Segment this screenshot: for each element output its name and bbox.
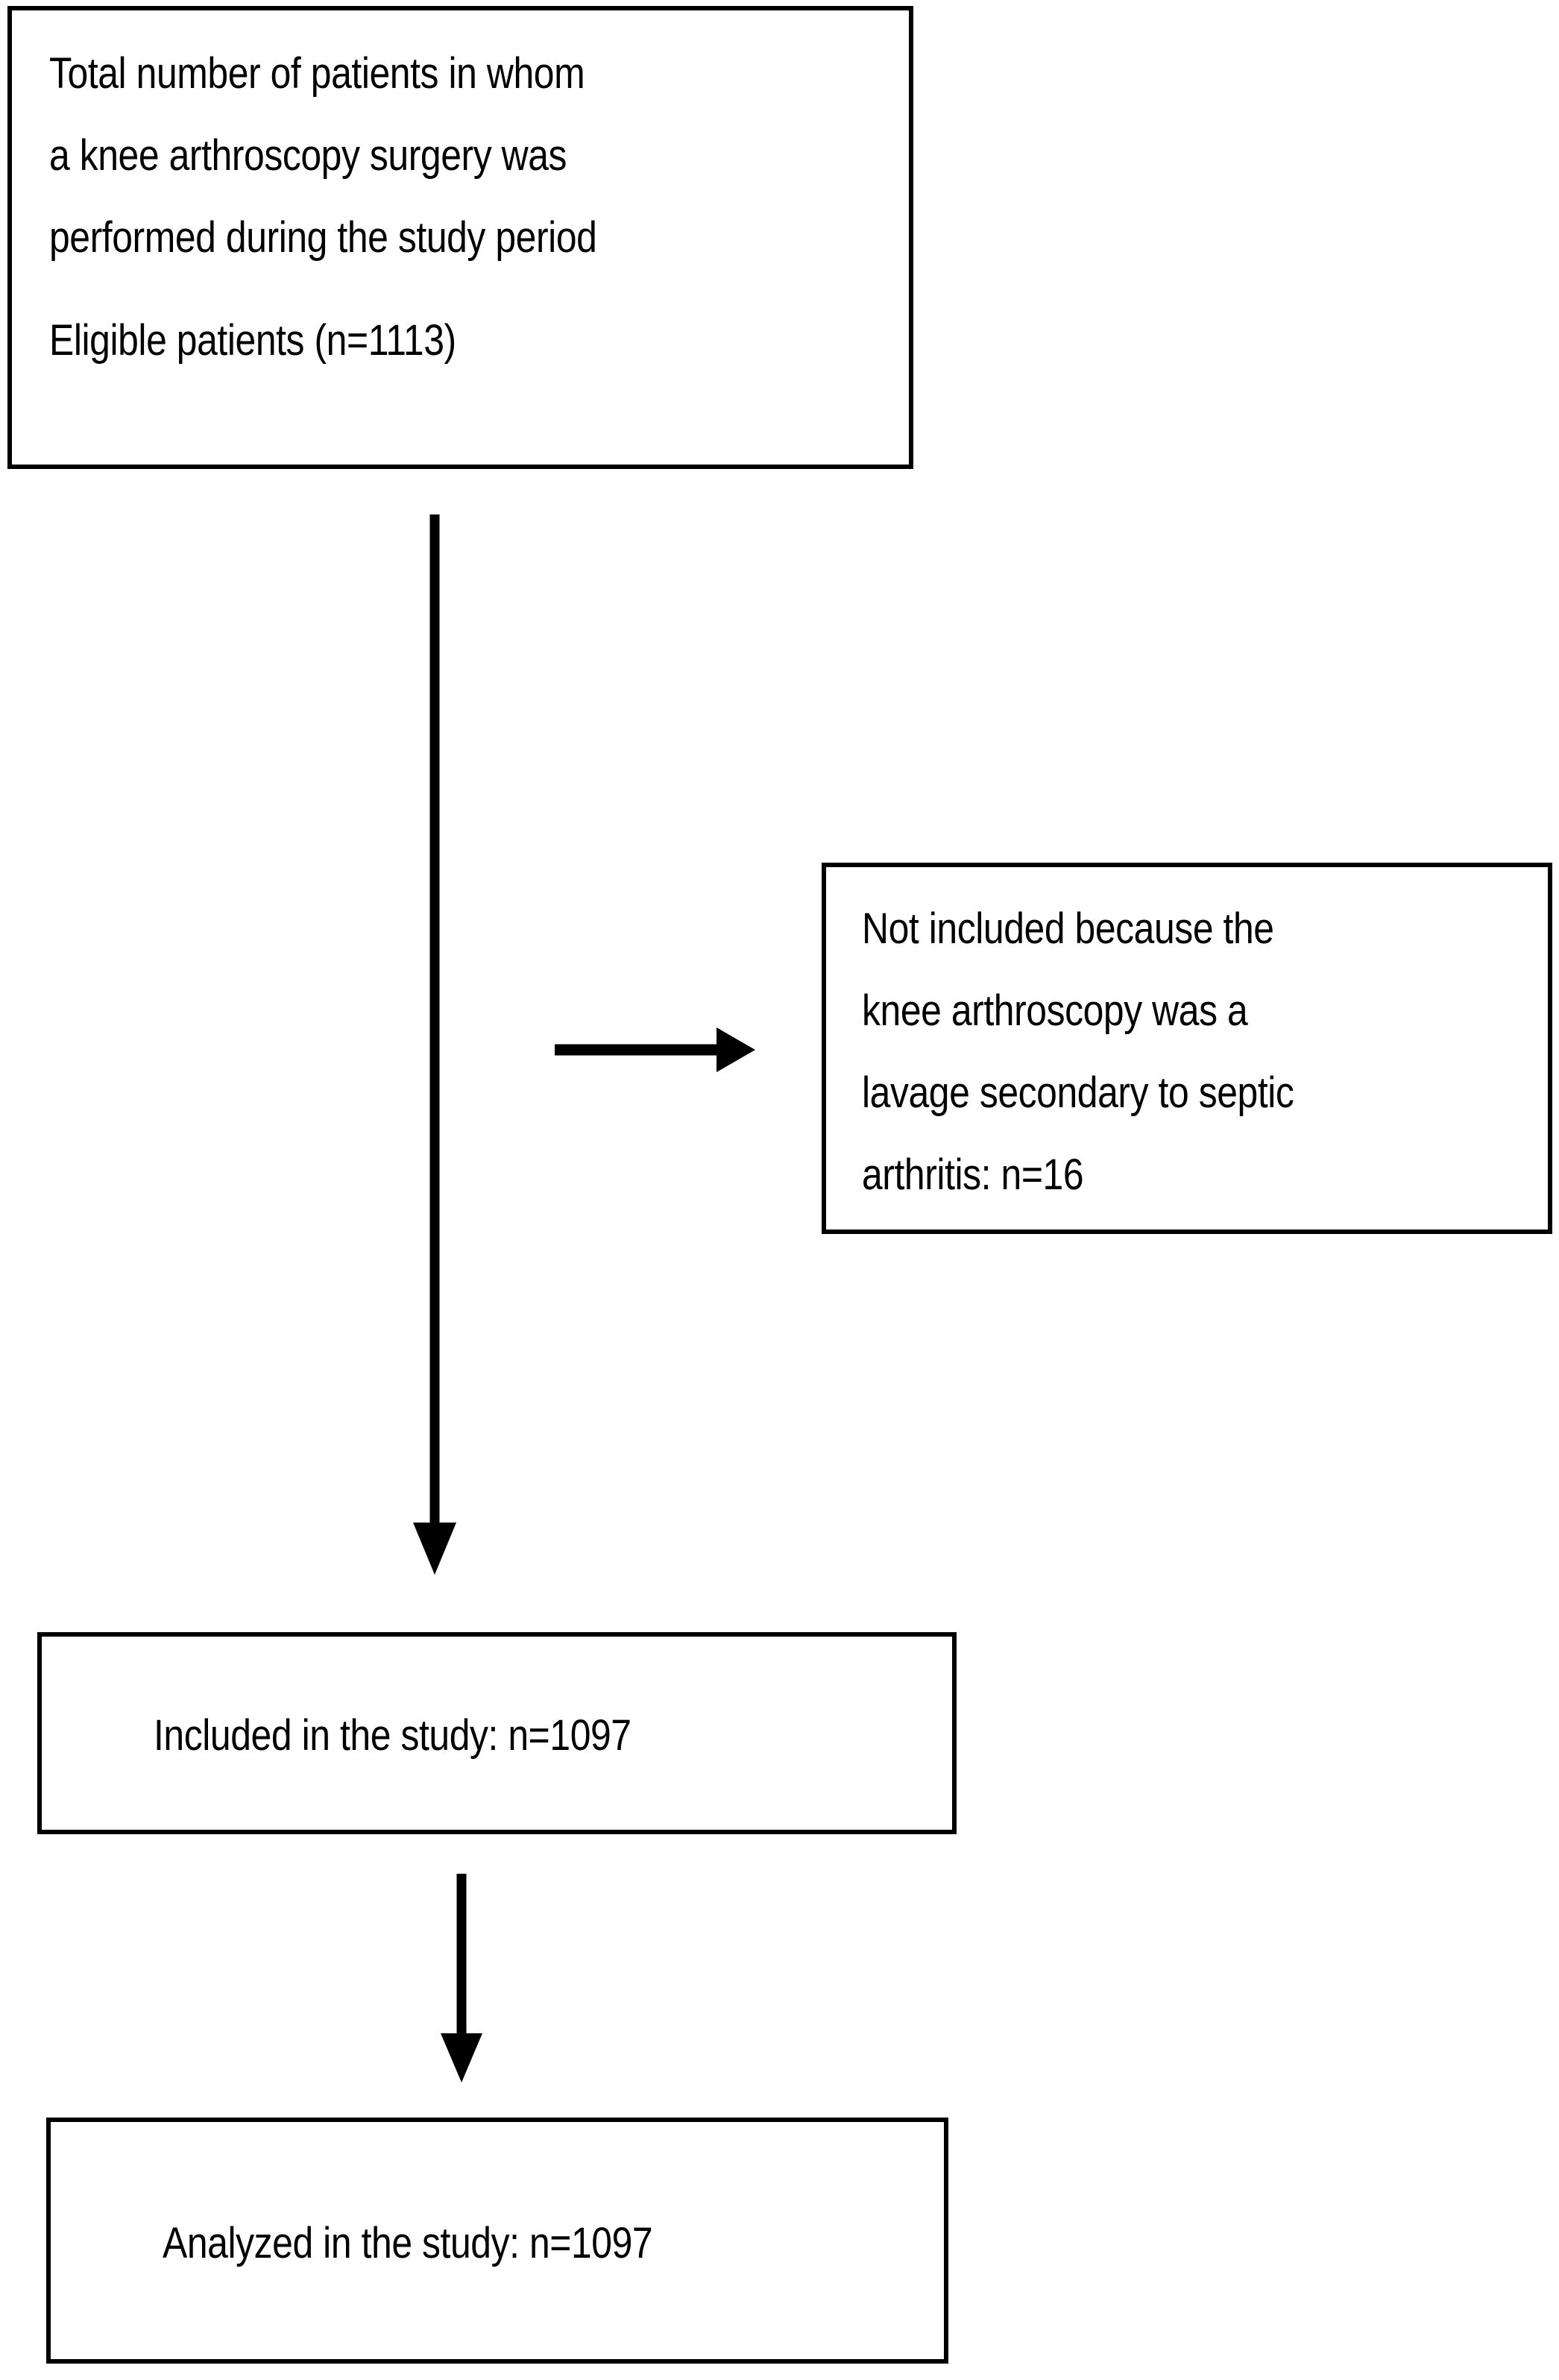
arrow-main-down <box>413 514 456 1575</box>
box-eligible-patients: Total number of patients in whom a knee … <box>7 6 913 469</box>
box-eligible-paragraph-1: Total number of patients in whom a knee … <box>49 49 597 262</box>
box-included-text: Included in the study: n=1097 <box>154 1711 632 1760</box>
box-included-in-study: Included in the study: n=1097 <box>37 1632 957 1834</box>
box-analyzed-in-study: Analyzed in the study: n=1097 <box>46 2118 948 2364</box>
box-excluded-reason: Not included because the knee arthroscop… <box>822 863 1552 1234</box>
box-analyzed-text: Analyzed in the study: n=1097 <box>163 2219 653 2267</box>
arrow-branch-right <box>555 1027 755 1072</box>
arrow-second-down <box>441 1874 482 2082</box>
box-eligible-paragraph-2: Eligible patients (n=1113) <box>49 316 456 365</box>
box-excluded-text: Not included because the knee arthroscop… <box>862 904 1294 1199</box>
